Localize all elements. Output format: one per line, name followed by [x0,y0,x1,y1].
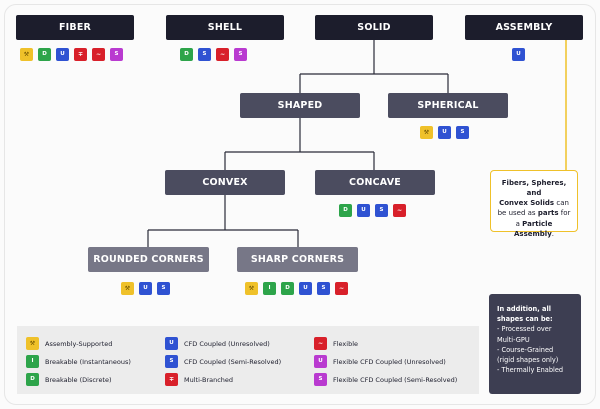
legend-item-breakable-discrete: D Breakable (Discrete) [26,373,112,386]
node-assembly: ASSEMBLY [465,15,583,40]
node-fiber: FIBER [16,15,134,40]
legend-item-flexible: ∼ Flexible [314,337,358,350]
cfd-unresolved-icon: U [357,204,370,217]
multi-branched-icon: ∓ [74,48,87,61]
multi-branched-icon: ∓ [165,373,178,386]
breakable-discrete-icon: D [180,48,193,61]
cfd-unresolved-icon: U [438,126,451,139]
flexible-icon: ∼ [393,204,406,217]
cfd-unresolved-icon: U [56,48,69,61]
node-shell: SHELL [166,15,284,40]
capabilities-note: In addition, all shapes can be: - Proces… [489,294,581,394]
cfd-semi-resolved-icon: S [456,126,469,139]
flexible-icon: ∼ [335,282,348,295]
flexible-cfd-semi-resolved-icon: S [314,373,327,386]
legend-item-breakable-instantaneous: I Breakable (Instantaneous) [26,355,131,368]
legend-item-assembly-supported: ⚒ Assembly-Supported [26,337,112,350]
legend-item-flexible-cfd-semi-resolved: S Flexible CFD Coupled (Semi-Resolved) [314,373,457,386]
node-convex: CONVEX [165,170,285,195]
flexible-icon: ∼ [216,48,229,61]
flexible-cfd-semi-resolved-icon: S [234,48,247,61]
breakable-discrete-icon: D [38,48,51,61]
breakable-discrete-icon: D [281,282,294,295]
legend-item-cfd-semi-resolved: S CFD Coupled (Semi-Resolved) [165,355,281,368]
node-shaped: SHAPED [240,93,360,118]
wrench-icon: ⚒ [20,48,33,61]
solid-connector [299,40,449,93]
assembly-icons: U [512,48,525,61]
cfd-unresolved-icon: U [512,48,525,61]
cfd-semi-resolved-icon: S [165,355,178,368]
flexible-icon: ∼ [314,337,327,350]
wrench-icon: ⚒ [245,282,258,295]
assembly-parts-callout: Fibers, Spheres, and Convex Solids can b… [490,170,578,238]
node-rounded-corners: ROUNDED CORNERS [88,247,209,272]
flexible-icon: ∼ [92,48,105,61]
node-sharp-corners: SHARP CORNERS [237,247,358,272]
breakable-instant-icon: I [26,355,39,368]
spherical-icons: ⚒ U S [420,126,469,139]
concave-icons: D U S ∼ [339,204,406,217]
flexible-cfd-unresolved-icon: U [314,355,327,368]
cfd-semi-resolved-icon: S [375,204,388,217]
node-concave: CONCAVE [315,170,435,195]
fiber-icons: ⚒ D U ∓ ∼ S [20,48,123,61]
legend: ⚒ Assembly-Supported I Breakable (Instan… [17,326,479,394]
cfd-unresolved-icon: U [165,337,178,350]
flexible-cfd-semi-resolved-icon: S [110,48,123,61]
wrench-icon: ⚒ [121,282,134,295]
node-solid: SOLID [315,15,433,40]
rounded-corners-icons: ⚒ U S [121,282,170,295]
cfd-unresolved-icon: U [139,282,152,295]
convex-connector [147,195,299,247]
breakable-instant-icon: I [263,282,276,295]
wrench-icon: ⚒ [420,126,433,139]
cfd-semi-resolved-icon: S [157,282,170,295]
cfd-semi-resolved-icon: S [198,48,211,61]
legend-item-multi-branched: ∓ Multi-Branched [165,373,233,386]
sharp-corners-icons: ⚒ I D U S ∼ [245,282,348,295]
legend-item-cfd-unresolved: U CFD Coupled (Unresolved) [165,337,270,350]
shell-icons: D S ∼ S [180,48,247,61]
cfd-unresolved-icon: U [299,282,312,295]
node-spherical: SPHERICAL [388,93,508,118]
legend-item-flexible-cfd-unresolved: U Flexible CFD Coupled (Unresolved) [314,355,446,368]
wrench-icon: ⚒ [26,337,39,350]
shaped-connector [224,118,375,170]
cfd-semi-resolved-icon: S [317,282,330,295]
breakable-discrete-icon: D [26,373,39,386]
breakable-discrete-icon: D [339,204,352,217]
